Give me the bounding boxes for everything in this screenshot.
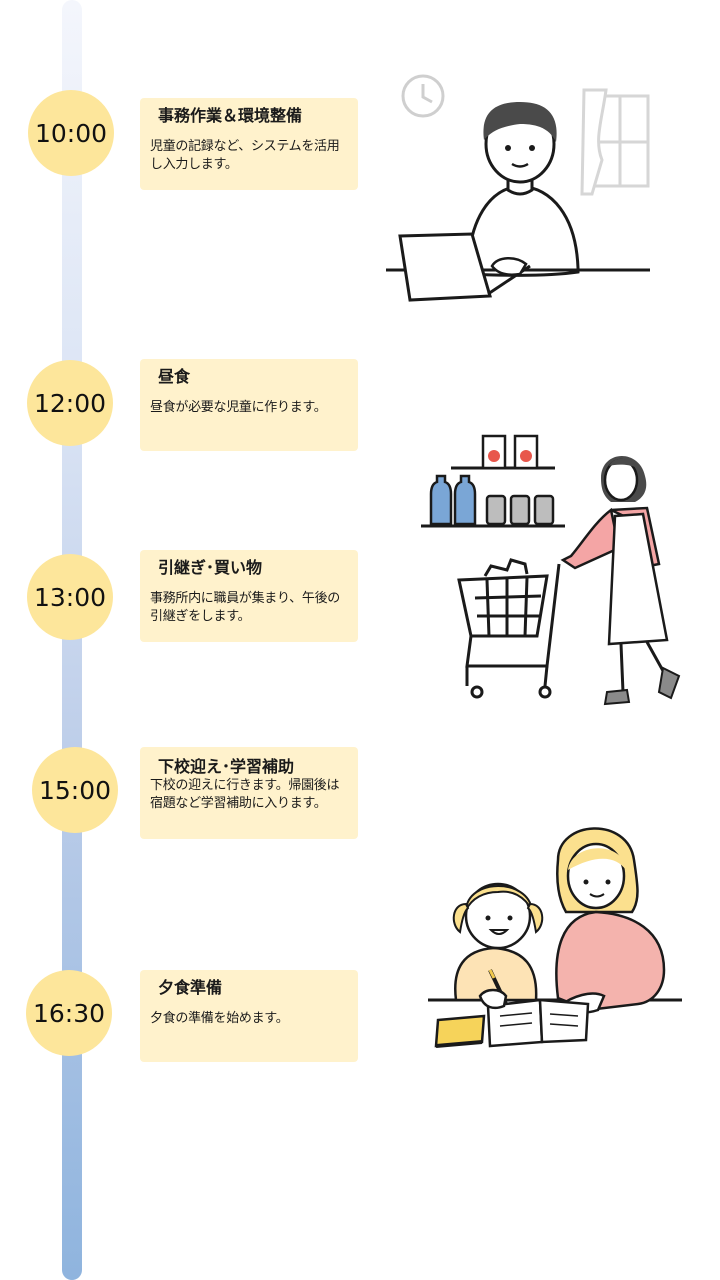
card-description: 夕食の準備を始めます。: [150, 1011, 289, 1026]
man-laptop-illustration: [380, 70, 660, 310]
card-title: 引継ぎ･買い物: [158, 558, 263, 577]
time-label: 10:00: [34, 118, 108, 148]
card-title: 事務作業＆環境整備: [158, 106, 303, 125]
schedule-card-1630: 夕食準備 夕食の準備を始めます。: [140, 970, 358, 1062]
window-icon: [580, 88, 650, 196]
time-circle-1630: 16:30: [26, 970, 112, 1056]
open-book-icon: [486, 998, 590, 1048]
clock-icon: [401, 74, 445, 118]
card-description: 昼食が必要な児童に作ります。: [150, 400, 327, 415]
card-title: 下校迎え･学習補助: [158, 757, 295, 776]
schedule-card-1000: 事務作業＆環境整備 児童の記録など、システムを活用し入力します。: [140, 98, 358, 190]
time-label: 12:00: [33, 388, 107, 418]
time-circle-1500: 15:00: [32, 747, 118, 833]
time-label: 16:30: [32, 998, 106, 1028]
shopping-cart-icon: [457, 558, 561, 699]
card-title: 昼食: [158, 367, 191, 386]
schedule-card-1500: 下校迎え･学習補助 下校の迎えに行きます。帰園後は宿題など学習補助に入ります。: [140, 747, 358, 839]
tutoring-illustration: [428, 820, 698, 1060]
time-circle-1000: 10:00: [28, 90, 114, 176]
card-description: 事務所内に職員が集まり、午後の引継ぎをします。: [150, 591, 340, 624]
time-label: 13:00: [33, 582, 107, 612]
juice-box-icon: [481, 434, 539, 470]
schedule-card-1200: 昼食 昼食が必要な児童に作ります。: [140, 359, 358, 451]
schedule-card-1300: 引継ぎ･買い物 事務所内に職員が集まり、午後の引継ぎをします。: [140, 550, 358, 642]
bottle-icon: [429, 474, 477, 526]
closed-book-icon: [434, 1014, 486, 1048]
time-circle-1200: 12:00: [27, 360, 113, 446]
shopping-illustration: [415, 430, 695, 710]
can-icon: [485, 494, 555, 526]
card-title: 夕食準備: [158, 978, 223, 997]
time-circle-1300: 13:00: [27, 554, 113, 640]
time-label: 15:00: [38, 775, 112, 805]
card-description: 下校の迎えに行きます。帰園後は宿題など学習補助に入ります。: [150, 778, 340, 811]
timeline-rail: [62, 0, 82, 1280]
card-description: 児童の記録など、システムを活用し入力します。: [150, 139, 340, 172]
